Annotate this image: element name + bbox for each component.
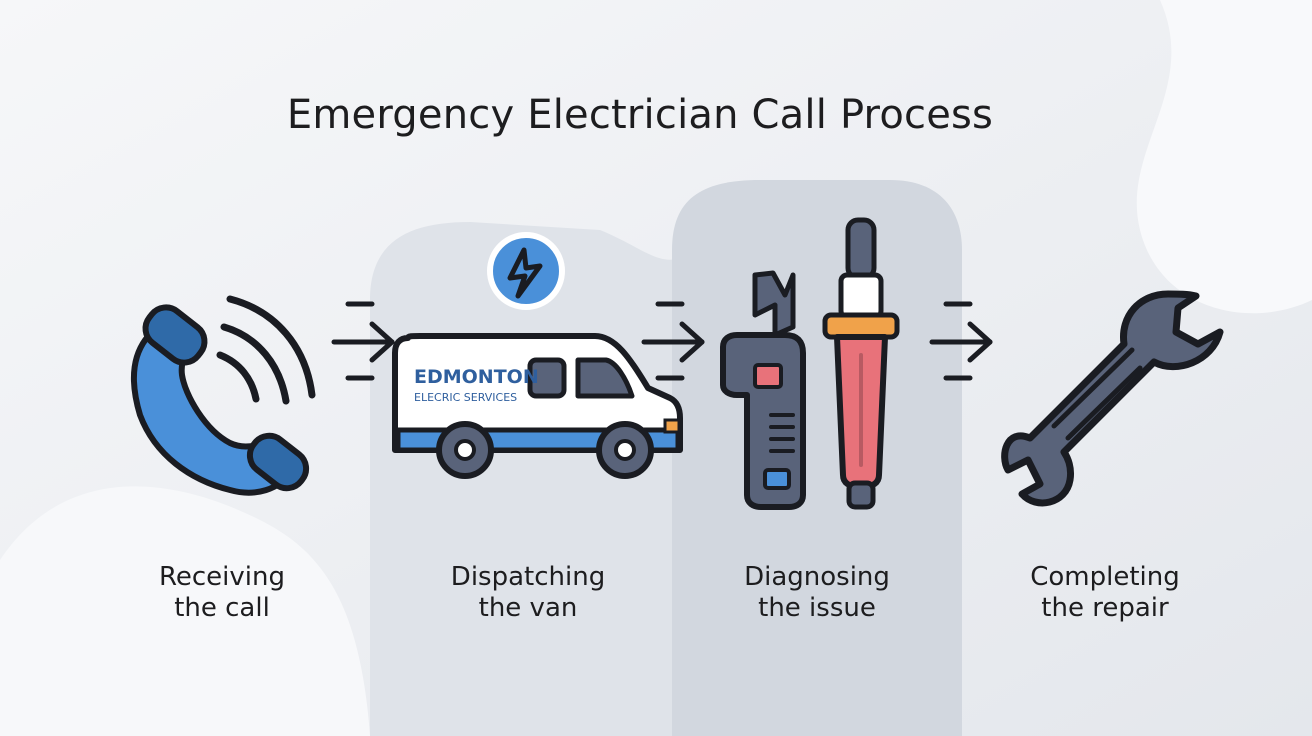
arrow-icon bbox=[331, 301, 395, 381]
wrench-icon bbox=[1001, 290, 1224, 507]
step-label-diagnosing: Diagnosing the issue bbox=[744, 562, 890, 623]
van-brand-line2: ELECRIC SERVICES bbox=[414, 391, 517, 404]
arrow-icon bbox=[641, 301, 705, 381]
lightning-icon bbox=[487, 232, 565, 310]
step-label-completing: Completing the repair bbox=[1030, 562, 1180, 623]
phone-icon bbox=[130, 295, 316, 496]
step-label-dispatching: Dispatching the van bbox=[450, 562, 606, 623]
van-icon: EDMONTON ELECRIC SERVICES bbox=[392, 232, 683, 479]
tester-icon bbox=[720, 217, 900, 510]
arrow-icon bbox=[929, 301, 993, 381]
van-brand-line1: EDMONTON bbox=[414, 366, 539, 388]
step-label-receiving: Receiving the call bbox=[158, 562, 285, 623]
page-title: Emergency Electrician Call Process bbox=[286, 92, 994, 138]
